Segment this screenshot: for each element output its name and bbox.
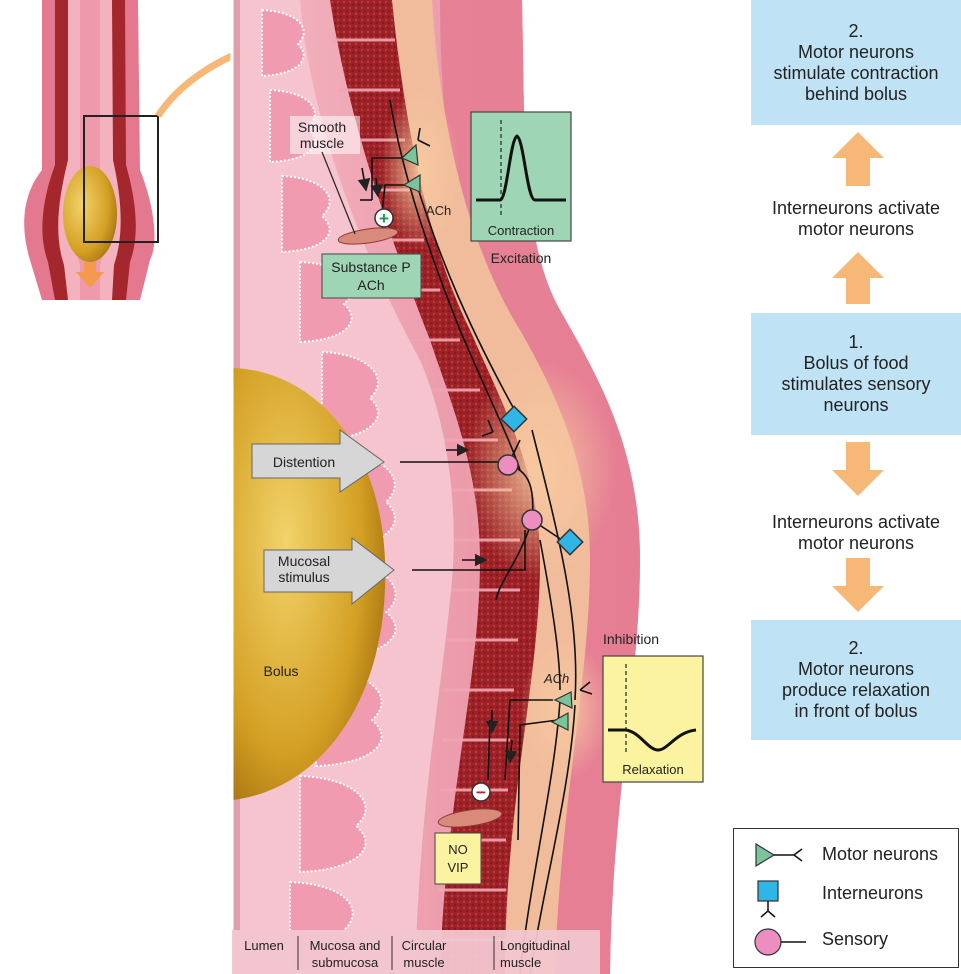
- minus-sign: −: [476, 783, 486, 802]
- mucosa-line1: Mucosa and: [310, 938, 381, 953]
- longitudinal-line2: muscle: [500, 955, 541, 970]
- substance-p-line1: Substance P: [331, 259, 410, 275]
- flow-step-line: neurons: [823, 395, 888, 416]
- flow-step-relaxation-front: 2. Motor neurons produce relaxation in f…: [751, 620, 961, 740]
- sensory-neuron-upper: [498, 455, 518, 475]
- ach-bottom-label: ACh: [543, 671, 569, 686]
- lumen-label: Lumen: [244, 938, 284, 953]
- flow-step-line: stimulate contraction: [773, 63, 938, 84]
- relaxation-graph: Relaxation: [603, 656, 703, 782]
- flow-text-line: motor neurons: [751, 219, 961, 240]
- flow-up-arrow-2: [828, 250, 888, 306]
- layer-labels: Lumen Mucosa and submucosa Circular musc…: [232, 930, 600, 974]
- ach-top-label: ACh: [426, 203, 451, 218]
- longitudinal-line1: Longitudinal: [500, 938, 570, 953]
- legend-label: Interneurons: [822, 883, 923, 904]
- flow-down-arrow-1: [828, 440, 888, 498]
- legend-item-motor: Motor neurons: [734, 835, 958, 875]
- flow-text-line: motor neurons: [751, 533, 961, 554]
- inhibition-label: Inhibition: [603, 631, 659, 647]
- circular-line1: Circular: [402, 938, 447, 953]
- flow-step-sensory: 1. Bolus of food stimulates sensory neur…: [751, 313, 961, 435]
- legend-item-sensory: Sensory: [734, 923, 958, 963]
- smooth-muscle-line2: muscle: [300, 135, 345, 151]
- contraction-label: Contraction: [488, 223, 554, 238]
- mucosal-line1: Mucosal: [278, 553, 330, 569]
- circular-line2: muscle: [403, 955, 444, 970]
- contraction-graph: Contraction: [471, 112, 571, 241]
- mucosal-line2: stimulus: [278, 569, 329, 585]
- legend-label: Sensory: [822, 929, 888, 950]
- legend-item-interneurons: Interneurons: [734, 879, 958, 919]
- flow-interneurons-lower: Interneurons activate motor neurons: [751, 512, 961, 554]
- flow-text-line: Interneurons activate: [751, 512, 961, 533]
- circle-icon: [752, 925, 812, 959]
- square-icon: [752, 879, 802, 921]
- no-vip-box: [435, 833, 481, 884]
- flow-up-arrow-1: [828, 130, 888, 188]
- relaxation-label: Relaxation: [622, 762, 683, 777]
- excitation-label: Excitation: [491, 250, 552, 266]
- triangle-icon: [752, 841, 812, 869]
- flow-step-number: 2.: [848, 21, 863, 42]
- inset-bolus: [63, 166, 117, 262]
- flow-step-line: Bolus of food: [803, 353, 908, 374]
- bolus-label: Bolus: [263, 663, 298, 679]
- legend-label: Motor neurons: [822, 844, 938, 865]
- flow-step-line: in front of bolus: [794, 701, 917, 722]
- flow-step-line: behind bolus: [805, 84, 907, 105]
- flow-step-contraction-behind: 2. Motor neurons stimulate contraction b…: [751, 0, 961, 125]
- flow-down-arrow-2: [828, 556, 888, 614]
- sensory-neuron-lower: [522, 510, 542, 530]
- flow-step-line: Motor neurons: [798, 659, 914, 680]
- substance-p-line2: ACh: [357, 277, 384, 293]
- mucosa-line2: submucosa: [312, 955, 379, 970]
- distention-label: Distention: [273, 454, 335, 470]
- flow-step-line: Motor neurons: [798, 42, 914, 63]
- flow-step-line: stimulates sensory: [781, 374, 930, 395]
- no-vip-line2: VIP: [448, 860, 469, 875]
- plus-sign: +: [379, 209, 389, 228]
- legend: Motor neurons Interneurons Sensory: [733, 828, 959, 968]
- flow-text-line: Interneurons activate: [751, 198, 961, 219]
- smooth-muscle-line1: Smooth: [298, 119, 346, 135]
- flow-step-number: 2.: [848, 638, 863, 659]
- flow-step-number: 1.: [848, 332, 863, 353]
- no-vip-line1: NO: [448, 842, 468, 857]
- flow-interneurons-upper: Interneurons activate motor neurons: [751, 198, 961, 240]
- flow-step-line: produce relaxation: [782, 680, 930, 701]
